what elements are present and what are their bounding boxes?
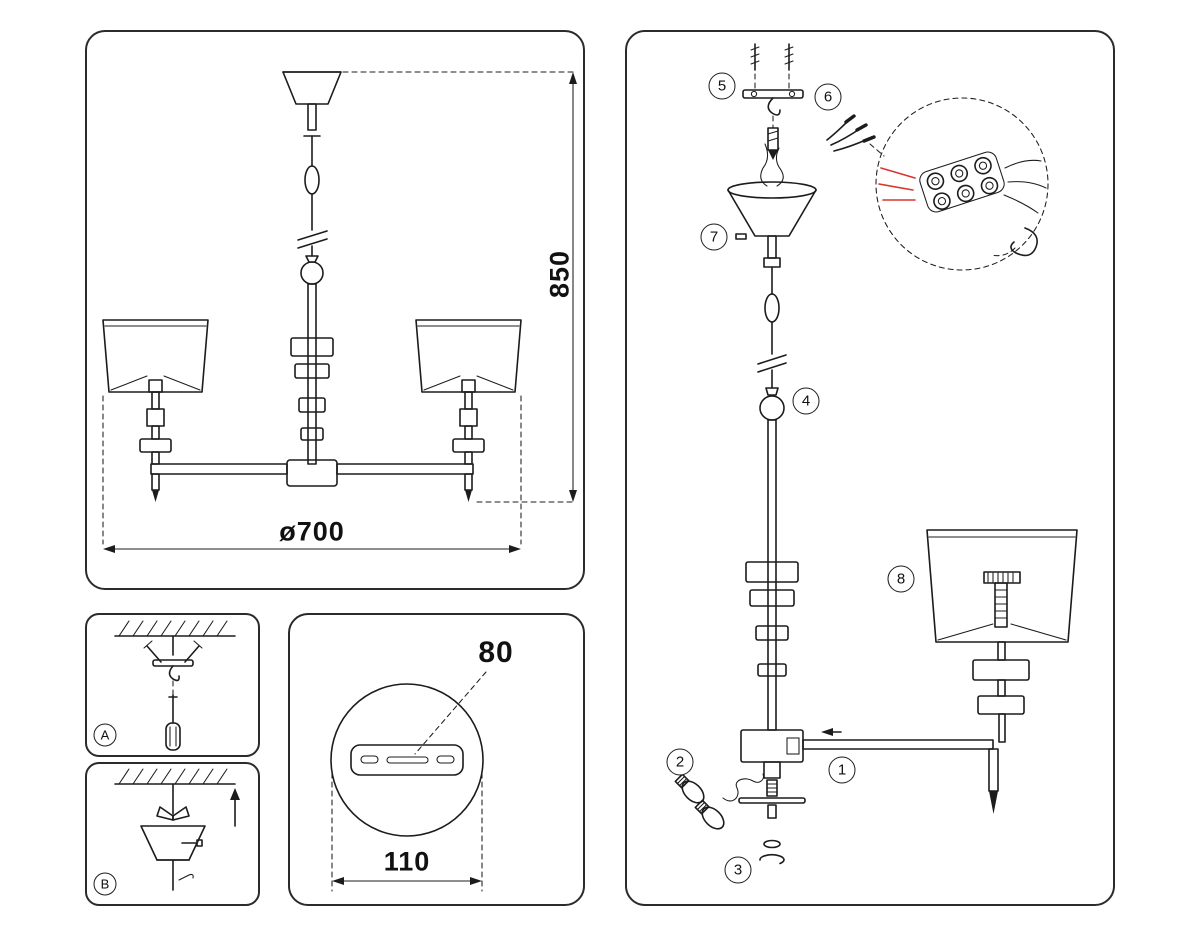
screwdriver <box>165 694 181 751</box>
step-badge-4: 4 <box>792 387 820 415</box>
ceiling-hatch <box>114 620 236 637</box>
step-badge-1: 1 <box>828 756 856 784</box>
up-arrow <box>230 788 240 827</box>
lampshade-left <box>102 319 209 465</box>
anchor-screws <box>143 635 203 696</box>
terminal-block-detail <box>875 97 1049 271</box>
mounting-step-b-panel: B <box>85 762 260 906</box>
canopy <box>140 825 206 891</box>
step-badge-3: 3 <box>724 856 752 884</box>
suspension-stem <box>297 103 328 285</box>
exploded-assembly-drawing <box>674 43 1078 865</box>
chain-and-ring <box>757 293 787 421</box>
central-rod <box>745 419 799 731</box>
step-badge-5: 5 <box>708 72 736 100</box>
mounting-step-a-panel: A <box>85 613 260 757</box>
panel-b-badge: B <box>93 872 117 896</box>
step-badge-6: 6 <box>814 83 842 111</box>
panel-a-badge: A <box>93 723 117 747</box>
slot-leader-line <box>414 671 487 755</box>
central-column <box>286 283 338 487</box>
lamp-arm <box>150 463 474 502</box>
bracket-detail-panel: 80 110 <box>288 613 585 906</box>
socket-stack <box>738 761 806 819</box>
diameter-dim-label: ø700 <box>279 516 345 547</box>
canopy-assembly <box>727 143 817 295</box>
hub-and-arm <box>740 728 999 814</box>
height-dim-label: 850 <box>544 249 575 299</box>
step-badge-8: 8 <box>887 565 915 593</box>
ceiling-hatch <box>114 768 236 785</box>
step-badge-7: 7 <box>700 223 728 251</box>
bulbs <box>674 773 764 830</box>
ceiling-canopy <box>282 71 342 105</box>
step-badge-2: 2 <box>666 748 694 776</box>
mounting-step-a-drawing <box>114 620 236 751</box>
shade-rings <box>759 839 785 865</box>
dimension-line-diameter <box>102 395 522 553</box>
overview-panel: 850 ø700 <box>85 30 585 590</box>
bracket-width-dim-label: 110 <box>383 846 431 877</box>
dimension-line-bracket <box>331 772 483 892</box>
wire-connector <box>826 114 885 157</box>
slot-dim-label: 80 <box>478 636 514 669</box>
toggle-bracket <box>156 783 190 821</box>
bracket-magnified-circle <box>330 683 484 837</box>
mounting-step-b-drawing <box>114 768 240 891</box>
dimension-line-height <box>342 71 577 503</box>
ceiling-hook-parts <box>742 43 804 160</box>
exploded-assembly-panel: 5 6 7 4 8 1 2 3 <box>625 30 1115 906</box>
bracket-detail-drawing <box>330 671 487 892</box>
chandelier-front-drawing <box>102 71 577 553</box>
lampshade-assembly <box>926 529 1078 743</box>
lampshade-right <box>415 319 522 465</box>
